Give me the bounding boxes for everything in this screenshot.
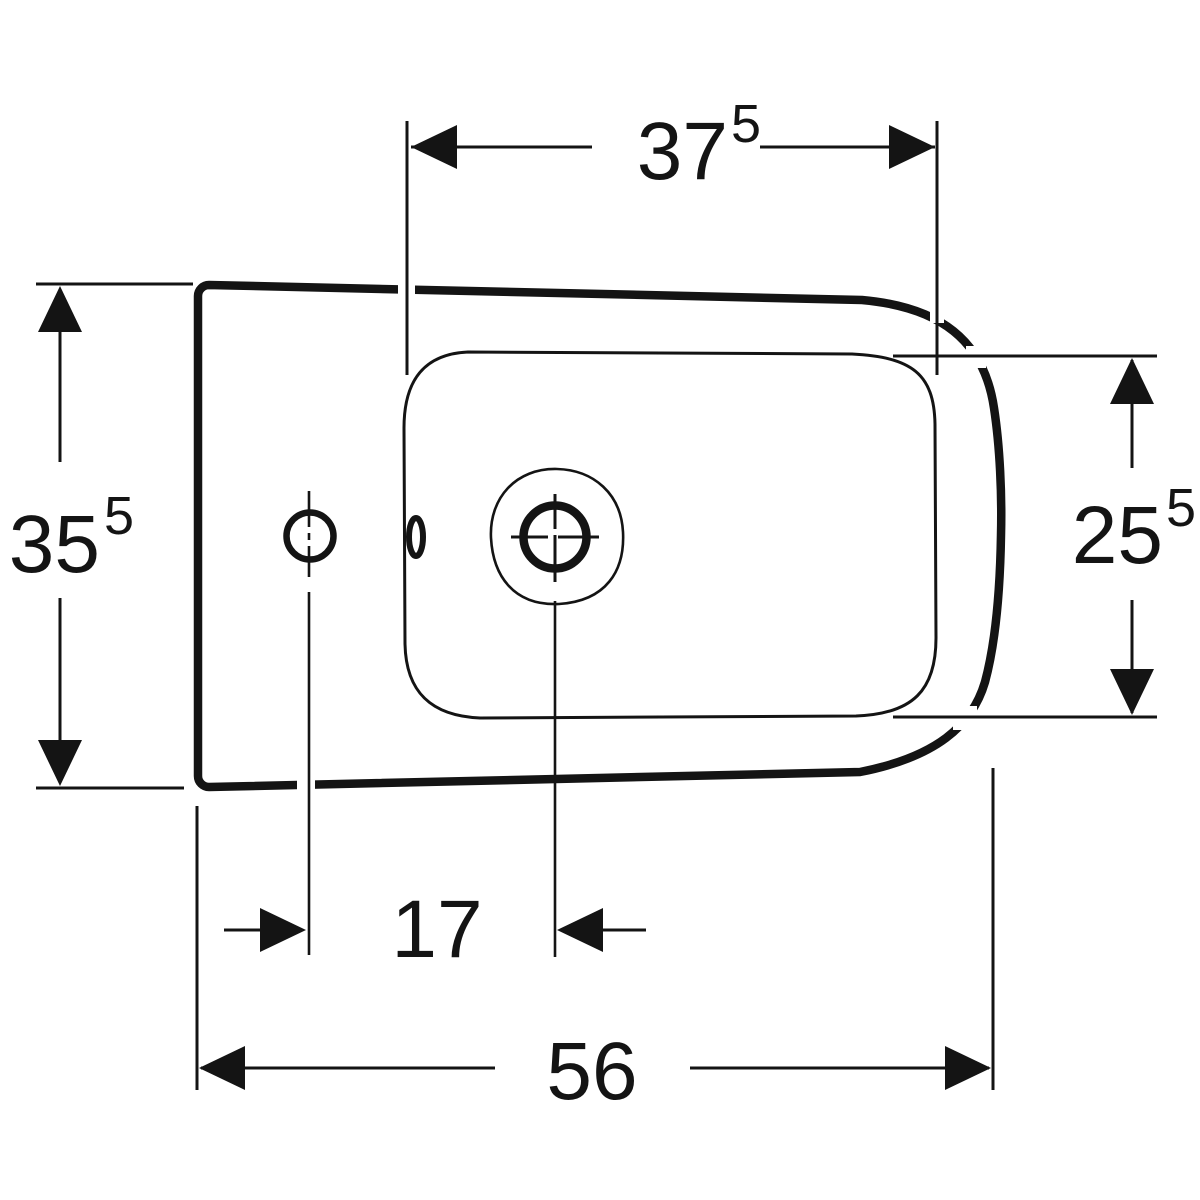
dim-top-width-sup: 5 <box>731 94 761 154</box>
dim-right-arrow-down <box>1110 669 1154 715</box>
dim-overall-width-value: 56 <box>546 1026 637 1117</box>
inner-basin-outline <box>402 350 938 720</box>
dim-overall-width: 56 <box>195 768 995 1117</box>
dim-left-arrow-up <box>38 286 82 332</box>
dim-56-arrow-left <box>199 1046 245 1090</box>
dim-top-width: 37 5 <box>405 94 939 375</box>
dim-tap-offset: 17 <box>224 884 646 975</box>
outline-breaks <box>297 274 986 800</box>
dim-top-width-value: 37 <box>637 106 728 197</box>
overflow-slot <box>406 515 426 559</box>
dim-left-depth-value: 35 <box>9 499 100 590</box>
outline-break-bottom <box>297 775 315 800</box>
dim-56-arrow-right <box>945 1046 991 1090</box>
dim-right-basin-depth-sup: 5 <box>1166 478 1196 538</box>
dim-left-arrow-down <box>38 740 82 786</box>
dim-top-arrow-left <box>411 125 457 169</box>
drain-recess-outline <box>489 467 625 606</box>
dim-right-arrow-up <box>1110 358 1154 404</box>
dim-left-depth-sup: 5 <box>104 486 134 546</box>
dim-17-arrow-right <box>260 908 306 952</box>
dim-top-arrow-right <box>889 125 935 169</box>
dim-left-depth: 35 5 <box>9 282 193 790</box>
dim-tap-offset-value: 17 <box>391 884 482 975</box>
bidet-outer-outline <box>193 280 1006 792</box>
dim-right-basin-depth: 25 5 <box>893 354 1196 719</box>
dim-17-arrow-left <box>557 908 603 952</box>
drain-crosshair <box>511 494 599 582</box>
dim-right-basin-depth-value: 25 <box>1072 490 1163 581</box>
